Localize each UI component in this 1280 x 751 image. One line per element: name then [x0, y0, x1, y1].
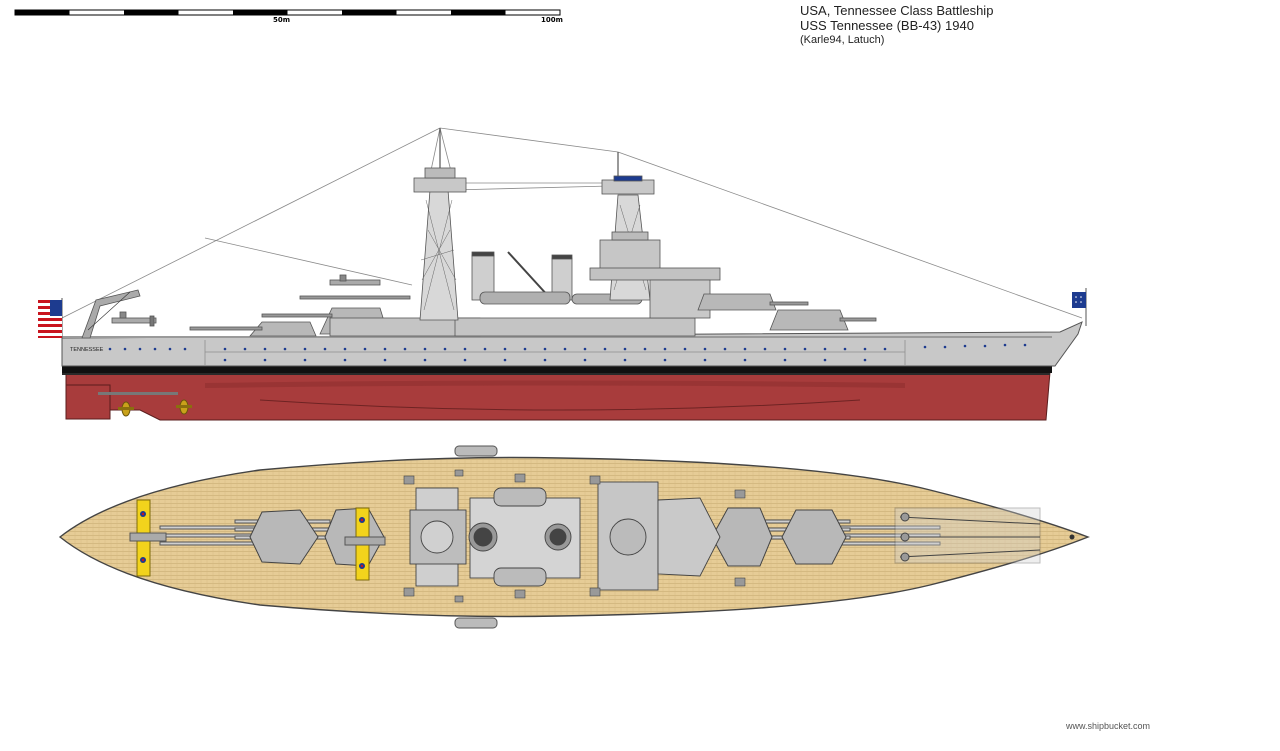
boot-top: [62, 366, 1052, 373]
turret-plan-1: [249, 509, 319, 565]
watermark: www.shipbucket.com: [1066, 721, 1151, 731]
main-hull: [61, 321, 1083, 367]
scale-label-100m: 100m: [541, 16, 563, 24]
underwater-hull: [65, 371, 1051, 421]
us-flag-icon: [38, 298, 63, 338]
aircraft-amidships: [344, 507, 386, 581]
turrets-plan: [249, 507, 847, 567]
plan-view: [58, 445, 1090, 629]
turret-plan-3: [711, 507, 773, 567]
fore-fire-control-top: [601, 179, 655, 195]
roundel-icon: [140, 511, 146, 563]
turret-side-3: [697, 293, 777, 311]
superstructure-plan: [409, 481, 721, 591]
aircraft-stern: [129, 499, 167, 577]
hull-name: TENNESSEE: [70, 347, 104, 353]
secondary-guns: [403, 469, 746, 603]
portholes: [108, 343, 1027, 362]
propellers: [65, 384, 192, 420]
roundel-icon: [359, 517, 365, 569]
scale-bar-graphic: [14, 9, 561, 16]
title-credits: (Karle94, Latuch): [800, 34, 885, 46]
side-profile: TENNESSEE: [38, 127, 1087, 421]
superstructure: [81, 128, 877, 339]
turret-side-4: [769, 309, 849, 331]
turret-plan-4: [781, 509, 847, 565]
rigging: [61, 127, 1083, 319]
title-block: USA, Tennessee Class Battleship USS Tenn…: [800, 3, 993, 48]
stern-crane: [81, 289, 141, 339]
us-jack-icon: [1072, 288, 1087, 326]
title-ship: USS Tennessee (BB-43) 1940: [800, 18, 974, 33]
aft-fire-control-top: [413, 177, 467, 193]
bridge: [599, 239, 661, 271]
title-class: USA, Tennessee Class Battleship: [800, 3, 994, 18]
aft-cage-mast: [419, 189, 459, 321]
seaplane-amidships: [299, 274, 411, 300]
scale-bar: 50m 100m: [0, 0, 580, 30]
seaplane-stern: [111, 311, 157, 327]
scale-label-50m: 50m: [273, 16, 291, 24]
anchor-chains: [894, 507, 1041, 564]
